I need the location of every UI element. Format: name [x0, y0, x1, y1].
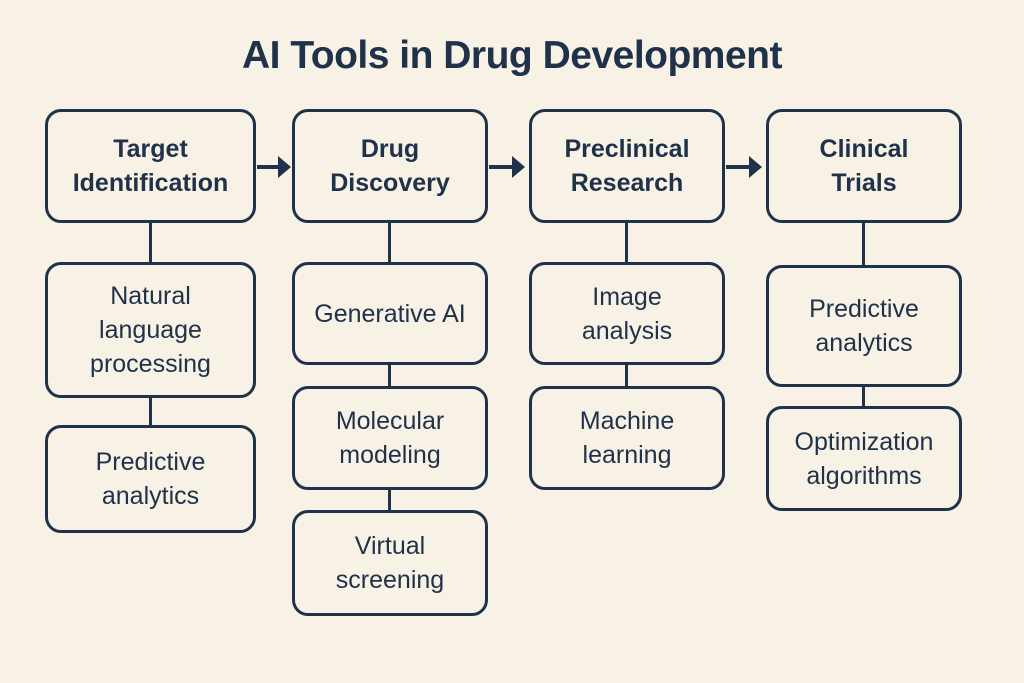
stage-label: Target Identification	[72, 135, 229, 197]
stage-label: Clinical Trials	[819, 135, 909, 197]
tool-label: Natural language processing	[90, 282, 211, 378]
stage-label: Preclinical Research	[564, 135, 690, 197]
stage-label: Drug Discovery	[330, 135, 450, 197]
connector-line	[625, 363, 628, 386]
tool-box-virtual-screening: Virtual screening	[292, 510, 488, 616]
arrow-shaft	[726, 165, 749, 169]
connector-line	[388, 221, 391, 262]
tool-label: Machine learning	[579, 407, 675, 469]
tool-box-image-analysis: Image analysis	[529, 262, 725, 365]
diagram-title: AI Tools in Drug Development	[242, 34, 782, 77]
connector-line	[149, 221, 152, 262]
tool-box-predictive-analytics-1: Predictive analytics	[45, 425, 256, 533]
connector-line	[149, 396, 152, 425]
connector-line	[388, 363, 391, 386]
arrow-shaft	[489, 165, 512, 169]
tool-box-molecular-modeling: Molecular modeling	[292, 386, 488, 490]
arrow-right-icon	[749, 156, 762, 178]
stage-box-clinical-trials: Clinical Trials	[766, 109, 962, 223]
arrow-right-icon	[278, 156, 291, 178]
flow-arrow-3	[726, 156, 762, 178]
tool-label: Optimization algorithms	[794, 427, 934, 490]
tool-label: Predictive analytics	[95, 448, 206, 510]
tool-box-predictive-analytics-2: Predictive analytics	[766, 265, 962, 387]
tool-box-natural-language-processing: Natural language processing	[45, 262, 256, 398]
arrow-shaft	[257, 165, 278, 169]
tool-label: Predictive analytics	[809, 295, 919, 357]
connector-line	[862, 221, 865, 265]
tool-box-optimization-algorithms: Optimization algorithms	[766, 406, 962, 511]
tool-box-machine-learning: Machine learning	[529, 386, 725, 490]
tool-label: Virtual screening	[335, 532, 445, 594]
connector-line	[625, 221, 628, 262]
stage-box-preclinical-research: Preclinical Research	[529, 109, 725, 223]
connector-line	[862, 385, 865, 406]
stage-box-drug-discovery: Drug Discovery	[292, 109, 488, 223]
tool-label: Molecular modeling	[335, 407, 445, 469]
flow-arrow-1	[257, 156, 291, 178]
tool-label: Generative AI	[314, 299, 466, 328]
tool-label: Image analysis	[581, 282, 673, 345]
stage-box-target-identification: Target Identification	[45, 109, 256, 223]
connector-line	[388, 488, 391, 510]
arrow-right-icon	[512, 156, 525, 178]
tool-box-generative-ai: Generative AI	[292, 262, 488, 365]
flow-arrow-2	[489, 156, 525, 178]
